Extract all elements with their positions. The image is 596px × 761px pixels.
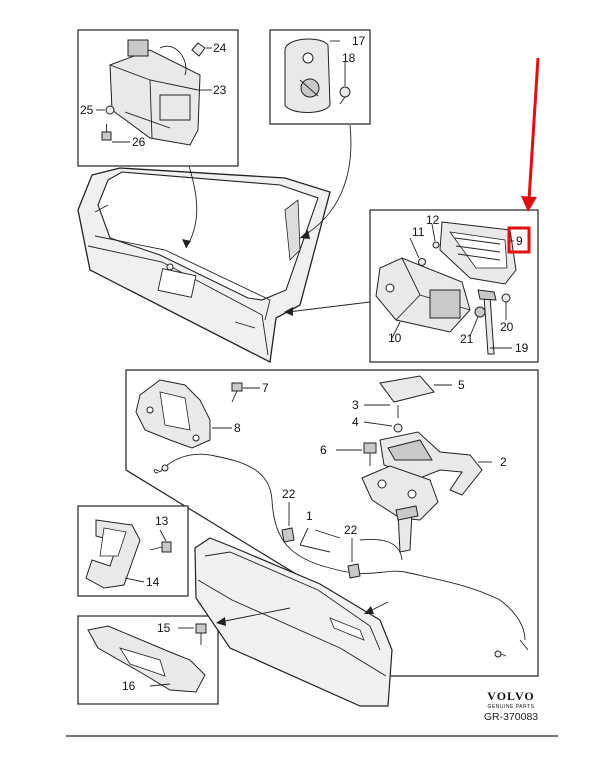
callout-23: 23 bbox=[213, 83, 227, 97]
lever-handle-part-2 bbox=[379, 431, 483, 496]
highlight-arrow bbox=[527, 57, 540, 201]
callout-21: 21 bbox=[460, 332, 474, 346]
rod-part-19 bbox=[477, 289, 497, 355]
lock-assembly-part-10 bbox=[375, 257, 471, 333]
clip-part-24 bbox=[191, 42, 206, 57]
release-cable-part-1 bbox=[159, 453, 526, 641]
highlight-box bbox=[507, 226, 531, 254]
lock-motor-part bbox=[109, 39, 201, 146]
callout-11: 11 bbox=[412, 225, 425, 239]
brand-subtitle: GENUINE PARTS bbox=[488, 704, 535, 710]
callout-19: 19 bbox=[515, 341, 529, 355]
callout-26: 26 bbox=[132, 135, 146, 149]
brand-logo: VOLVO bbox=[487, 689, 534, 703]
callout-10: 10 bbox=[388, 331, 402, 345]
clip-part-22a bbox=[281, 527, 295, 543]
callout-17: 17 bbox=[352, 34, 366, 48]
tailgate-illustration bbox=[77, 167, 331, 363]
clip-part-20 bbox=[501, 293, 511, 303]
callout-4: 4 bbox=[352, 415, 359, 429]
diagram-reference: GR-370083 bbox=[484, 711, 538, 723]
callout-8: 8 bbox=[234, 421, 241, 435]
leader-line bbox=[287, 301, 371, 313]
callout-13: 13 bbox=[155, 514, 169, 528]
bolt-part-6 bbox=[363, 442, 377, 466]
callout-25: 25 bbox=[80, 103, 94, 117]
screw-part-15 bbox=[195, 623, 207, 645]
leader-curve bbox=[299, 124, 352, 239]
callout-22a: 22 bbox=[282, 487, 296, 501]
hinge-part-14 bbox=[85, 519, 141, 589]
bracket-part-8 bbox=[135, 379, 211, 449]
callout-18: 18 bbox=[342, 51, 356, 65]
callout-2: 2 bbox=[500, 455, 507, 469]
callout-24: 24 bbox=[213, 41, 227, 55]
bracket-part-16 bbox=[87, 625, 206, 693]
callout-15: 15 bbox=[157, 621, 171, 635]
callout-14: 14 bbox=[146, 575, 160, 589]
highlight-arrow-head bbox=[521, 196, 537, 212]
clip-part-22b bbox=[347, 563, 361, 579]
seal-part-21 bbox=[474, 306, 486, 318]
washer-part-4 bbox=[393, 423, 403, 433]
callout-16: 16 bbox=[122, 679, 136, 693]
callout-9: 9 bbox=[516, 234, 523, 248]
bolt-part-13 bbox=[149, 541, 172, 553]
detail-box-lock-motor bbox=[77, 29, 239, 167]
callout-1: 1 bbox=[306, 509, 313, 523]
latch-mechanism bbox=[361, 465, 439, 553]
callout-5: 5 bbox=[458, 378, 465, 392]
bolt-part-18 bbox=[339, 86, 351, 105]
striker-part-17 bbox=[284, 38, 331, 113]
washer-part-12 bbox=[432, 241, 440, 249]
callout-12: 12 bbox=[426, 213, 440, 227]
nut-part-11 bbox=[418, 258, 426, 266]
screw-part-26 bbox=[101, 124, 112, 141]
callout-6: 6 bbox=[320, 443, 327, 457]
callout-3: 3 bbox=[352, 398, 359, 412]
nut-part-25 bbox=[105, 105, 115, 115]
callout-20: 20 bbox=[500, 320, 514, 334]
callout-7: 7 bbox=[262, 381, 269, 395]
callout-22b: 22 bbox=[344, 523, 358, 537]
cover-part-5 bbox=[379, 375, 435, 403]
bolt-part-7 bbox=[231, 382, 243, 403]
tailgate-lower-panel bbox=[194, 537, 393, 707]
handle-part-9 bbox=[439, 221, 517, 285]
